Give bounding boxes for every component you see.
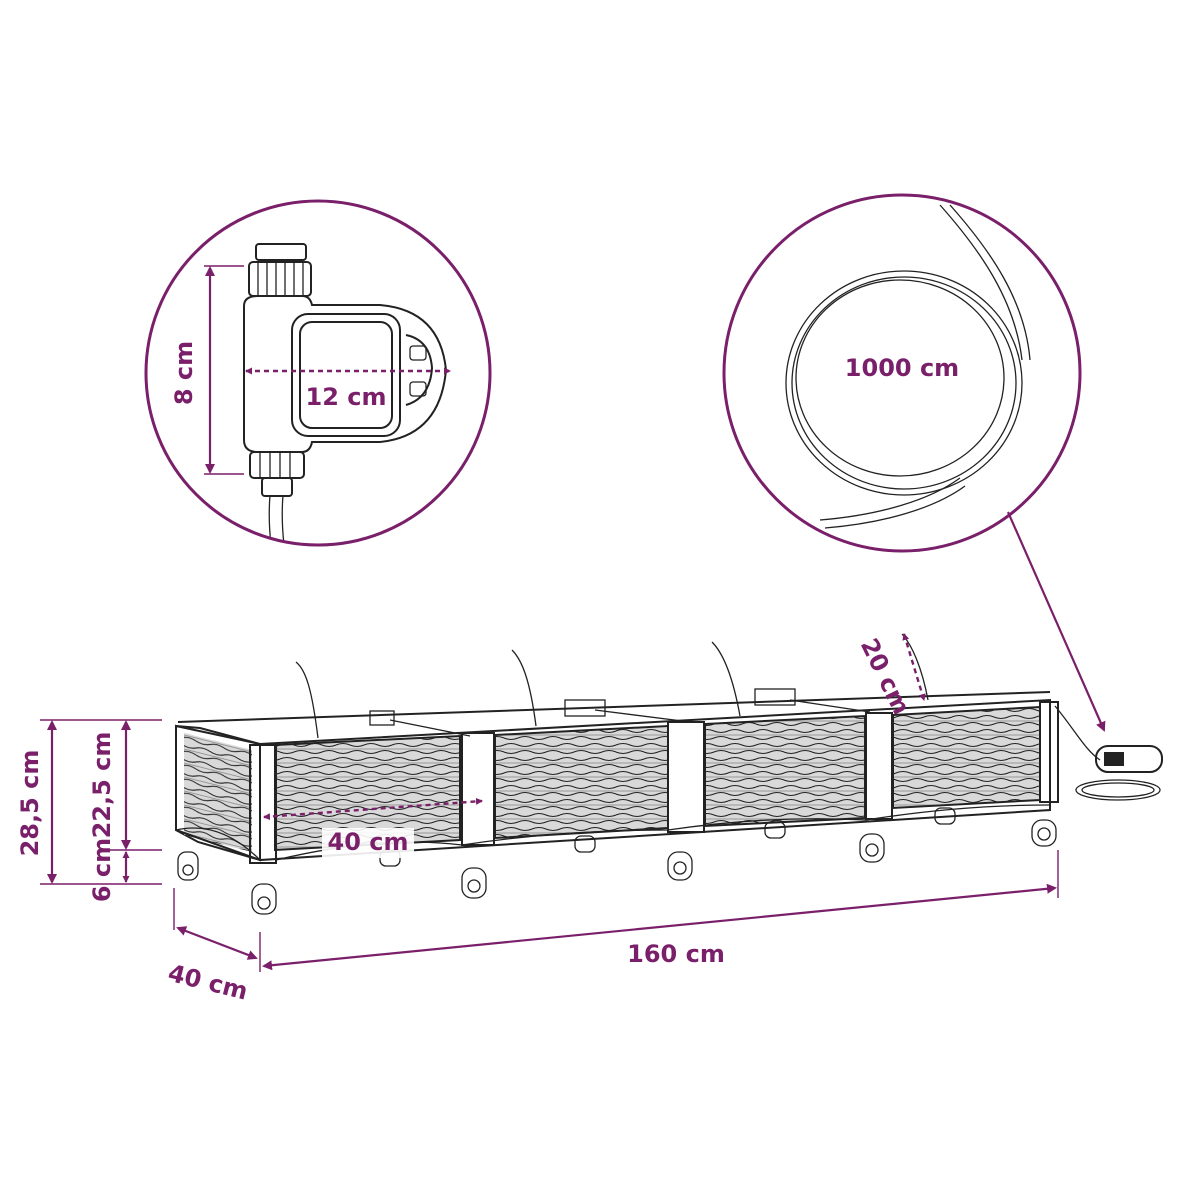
total-height-label: 28,5 cm <box>16 750 44 857</box>
depth-arrow <box>176 926 258 960</box>
timer-width-label: 12 cm <box>306 383 387 411</box>
water-timer-illustration <box>243 243 448 545</box>
section-width-arrow <box>263 797 483 821</box>
hose-length-label: 1000 cm <box>845 354 959 382</box>
timer-height-label: 8 cm <box>170 341 198 405</box>
planter-illustration <box>175 633 1163 915</box>
timer-callout-circle <box>144 199 492 547</box>
timer-callout: 8 cm 12 cm <box>144 199 492 547</box>
depth-label: 40 cm <box>165 959 250 1006</box>
length-label: 160 cm <box>627 940 725 968</box>
section-width-label: 40 cm <box>328 828 409 856</box>
hose-coil-illustration <box>785 204 1031 529</box>
caster-wheels <box>177 807 1057 915</box>
leg-height-label: 6 cm <box>88 838 116 902</box>
hose-callout: 1000 cm <box>722 193 1106 732</box>
section-depth-label: 20 cm <box>855 634 916 719</box>
hose-pointer-arrow <box>1006 511 1106 732</box>
box-height-label: 22,5 cm <box>88 732 116 839</box>
section-depth-arrow <box>902 633 926 701</box>
hose-callout-circle <box>722 193 1082 553</box>
length-arrow <box>262 883 1057 971</box>
